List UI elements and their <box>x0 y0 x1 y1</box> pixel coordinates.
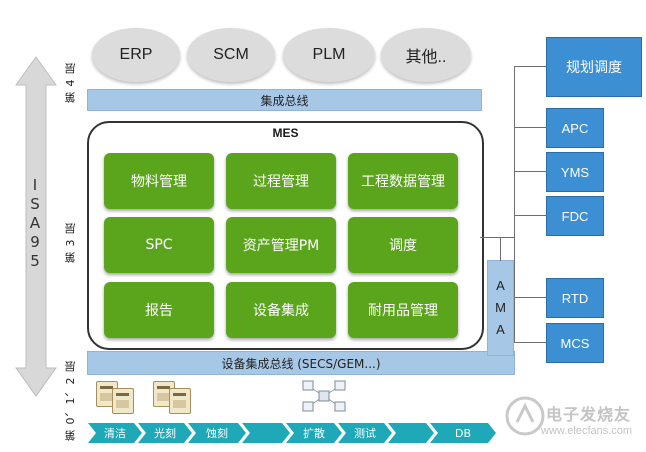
isa95-letter: I <box>32 176 38 194</box>
watermark-logo-icon <box>505 396 545 436</box>
apc-box: APC <box>546 108 604 148</box>
ama-letter: A <box>496 278 505 293</box>
ama-letter: A <box>496 322 505 337</box>
layer-012-label: 第 0、1、2 层 <box>64 360 77 441</box>
process-step-blank <box>388 423 434 443</box>
process-step-cleaning: 清洁 <box>88 423 142 443</box>
network-equipment-icon <box>302 380 346 412</box>
ama-letter: M <box>495 300 506 315</box>
mes-title: MES <box>272 126 299 140</box>
isa95-letter: 5 <box>30 252 40 270</box>
process-step-etching: 蚀刻 <box>188 423 246 443</box>
equipment-icon <box>112 388 134 414</box>
module-durable-mgmt: 耐用品管理 <box>348 282 458 338</box>
plm-system: PLM <box>283 28 375 82</box>
branch-line-yms <box>514 171 546 172</box>
yms-box: YMS <box>546 152 604 192</box>
module-report: 报告 <box>104 282 214 338</box>
equipment-icon <box>169 388 191 414</box>
device-integration-bus: 设备集成总线 (SECS/GEM...) <box>87 351 515 375</box>
mcs-box: MCS <box>546 323 604 363</box>
integration-bus: 集成总线 <box>87 89 482 111</box>
layer-3-label: 第 3 层 <box>64 222 77 263</box>
isa95-letter: 9 <box>30 233 40 251</box>
branch-line-mcs <box>514 342 546 343</box>
planning-scheduling-box: 规划调度 <box>546 37 642 97</box>
branch-line-apc <box>514 127 546 128</box>
branch-line-fdc <box>514 215 546 216</box>
isa95-arrow <box>15 56 57 397</box>
watermark-text: 电子发烧友 <box>546 405 632 424</box>
module-material-mgmt: 物料管理 <box>104 153 214 209</box>
layer-4-label: 第 4 层 <box>64 62 77 103</box>
module-spc: SPC <box>104 217 214 273</box>
mes-connector-line <box>480 237 514 238</box>
fdc-box: FDC <box>546 196 604 236</box>
branch-line-plan <box>514 66 546 67</box>
trunk-line <box>514 66 515 343</box>
process-step-lithography: 光刻 <box>138 423 192 443</box>
module-engineering-data: 工程数据管理 <box>348 153 458 209</box>
module-asset-pm: 资产管理PM <box>226 217 336 273</box>
ama-connector-line <box>500 237 501 261</box>
process-step-blank <box>242 423 290 443</box>
isa95-letter: A <box>29 214 41 232</box>
scm-system: SCM <box>187 28 275 82</box>
watermark-url: www.elecfans.com <box>541 425 633 437</box>
module-process-mgmt: 过程管理 <box>226 153 336 209</box>
branch-line-rtd <box>514 297 546 298</box>
process-step-test: 测试 <box>338 423 392 443</box>
process-step-diffusion: 扩散 <box>286 423 342 443</box>
process-step-db: DB <box>430 423 496 443</box>
erp-system: ERP <box>92 28 180 82</box>
module-equipment-integration: 设备集成 <box>226 282 336 338</box>
other-system: 其他.. <box>381 28 471 82</box>
rtd-box: RTD <box>546 278 604 318</box>
isa95-letter: S <box>30 195 40 213</box>
module-dispatch: 调度 <box>348 217 458 273</box>
